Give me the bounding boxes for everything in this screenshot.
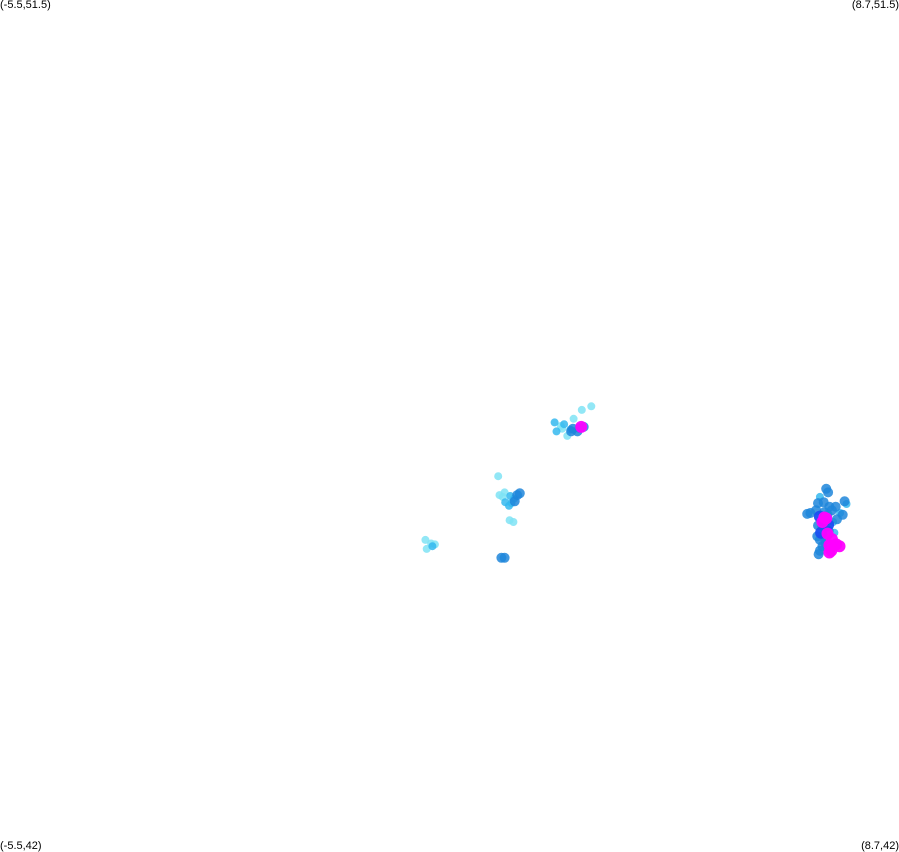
data-point xyxy=(421,535,430,544)
data-point xyxy=(837,509,848,520)
corner-label-top-right: (8.7,51.5) xyxy=(851,0,899,11)
data-point xyxy=(566,426,577,437)
data-point xyxy=(569,414,578,423)
data-point xyxy=(494,472,503,481)
data-point xyxy=(509,518,518,526)
data-point xyxy=(839,496,850,507)
data-point xyxy=(813,549,824,560)
data-point xyxy=(575,420,588,433)
data-point xyxy=(428,542,437,551)
data-point xyxy=(560,420,569,429)
data-point xyxy=(816,516,829,528)
data-point xyxy=(501,498,510,507)
data-point xyxy=(514,488,525,499)
data-point xyxy=(587,402,596,411)
data-point xyxy=(577,405,586,414)
data-point xyxy=(802,508,813,519)
data-point xyxy=(830,501,841,512)
corner-label-bottom-left: (-5.5,42) xyxy=(0,840,42,852)
data-point xyxy=(499,552,510,563)
data-point xyxy=(509,496,520,507)
data-point xyxy=(823,487,834,498)
corner-label-bottom-right: (8.7,42) xyxy=(861,840,899,852)
data-point xyxy=(550,418,559,427)
corner-label-top-left: (-5.5,51.5) xyxy=(0,0,51,11)
data-point xyxy=(552,427,561,436)
data-point xyxy=(823,546,836,559)
